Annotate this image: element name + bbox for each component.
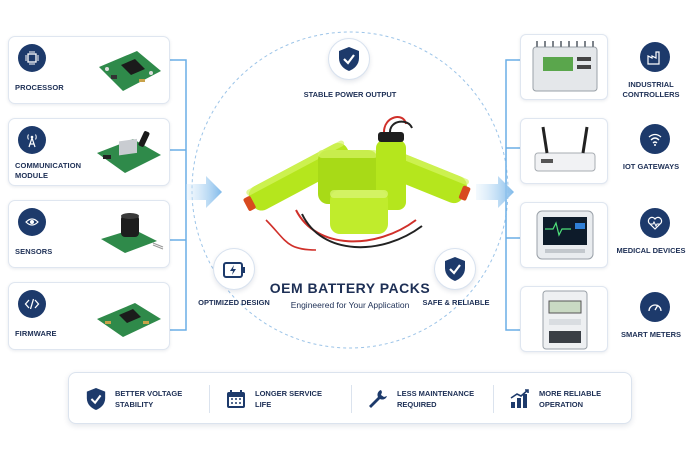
sensor-eye-icon xyxy=(18,208,46,236)
label-smart-meters: SMART METERS xyxy=(621,330,681,339)
code-brackets-icon xyxy=(18,290,46,318)
communication-board-image xyxy=(97,131,161,173)
label-optimized-design: OPTIMIZED DESIGN xyxy=(198,298,270,307)
label-safe-reliable: SAFE & RELIABLE xyxy=(422,298,490,307)
card-sensors: SENSORS xyxy=(8,200,170,268)
medical-device-image xyxy=(520,202,608,268)
card-communication-module: COMMUNICATION MODULE xyxy=(8,118,170,186)
wrench-icon xyxy=(369,390,387,408)
benefits-bar: BETTER VOLTAGE STABILITY LONGER SERVICE … xyxy=(68,372,632,424)
calendar-icon xyxy=(227,390,245,408)
card-processor: PROCESSOR xyxy=(8,36,170,104)
benefit-label: MORE RELIABLE OPERATION xyxy=(539,389,602,409)
industrial-controller-image xyxy=(520,34,608,100)
shield-check-icon xyxy=(86,388,106,410)
antenna-icon xyxy=(18,126,46,154)
battery-packs-image xyxy=(243,116,471,251)
benefit-label: BETTER VOLTAGE STABILITY xyxy=(115,389,183,409)
benefit-service-life: LONGER SERVICE LIFE xyxy=(225,381,331,417)
benefit-label: LONGER SERVICE LIFE xyxy=(255,389,322,409)
label-processor: PROCESSOR xyxy=(15,83,64,92)
processor-chip-icon xyxy=(18,44,46,72)
benefit-label: LESS MAINTENANCE REQUIRED xyxy=(397,389,475,409)
benefit-voltage-stability: BETTER VOLTAGE STABILITY xyxy=(85,381,195,417)
label-sensors: SENSORS xyxy=(15,247,53,256)
wifi-icon xyxy=(640,124,670,154)
processor-board-image xyxy=(99,51,161,91)
smart-meter-image xyxy=(520,286,608,352)
heart-pulse-icon xyxy=(640,208,670,238)
label-communication-module: COMMUNICATION MODULE xyxy=(15,161,82,180)
page-title: OEM BATTERY PACKS xyxy=(269,280,431,296)
growth-chart-icon xyxy=(510,389,529,408)
firmware-board-image xyxy=(97,303,161,337)
label-industrial-controllers: INDUSTRIAL CONTROLLERS xyxy=(622,80,680,99)
sensor-board-image xyxy=(101,213,164,253)
card-firmware: FIRMWARE xyxy=(8,282,170,350)
optimized-design-battery-icon xyxy=(213,248,255,290)
stable-power-shield-icon xyxy=(328,38,370,80)
right-flow-arrow xyxy=(476,176,514,208)
iot-gateway-image xyxy=(520,118,608,184)
gauge-icon xyxy=(640,292,670,322)
left-bracket xyxy=(170,59,187,331)
benefit-less-maintenance: LESS MAINTENANCE REQUIRED xyxy=(367,381,497,417)
safe-reliable-shield-icon xyxy=(434,248,476,290)
benefit-reliable-operation: MORE RELIABLE OPERATION xyxy=(509,381,629,417)
factory-icon xyxy=(640,42,670,72)
page-subtitle: Engineered for Your Application xyxy=(290,300,410,310)
label-iot-gateways: IOT GATEWAYS xyxy=(622,162,680,171)
label-firmware: FIRMWARE xyxy=(15,329,57,338)
left-flow-arrow xyxy=(186,176,222,208)
label-stable-power-output: STABLE POWER OUTPUT xyxy=(303,90,397,99)
label-medical-devices: MEDICAL DEVICES xyxy=(616,246,686,255)
